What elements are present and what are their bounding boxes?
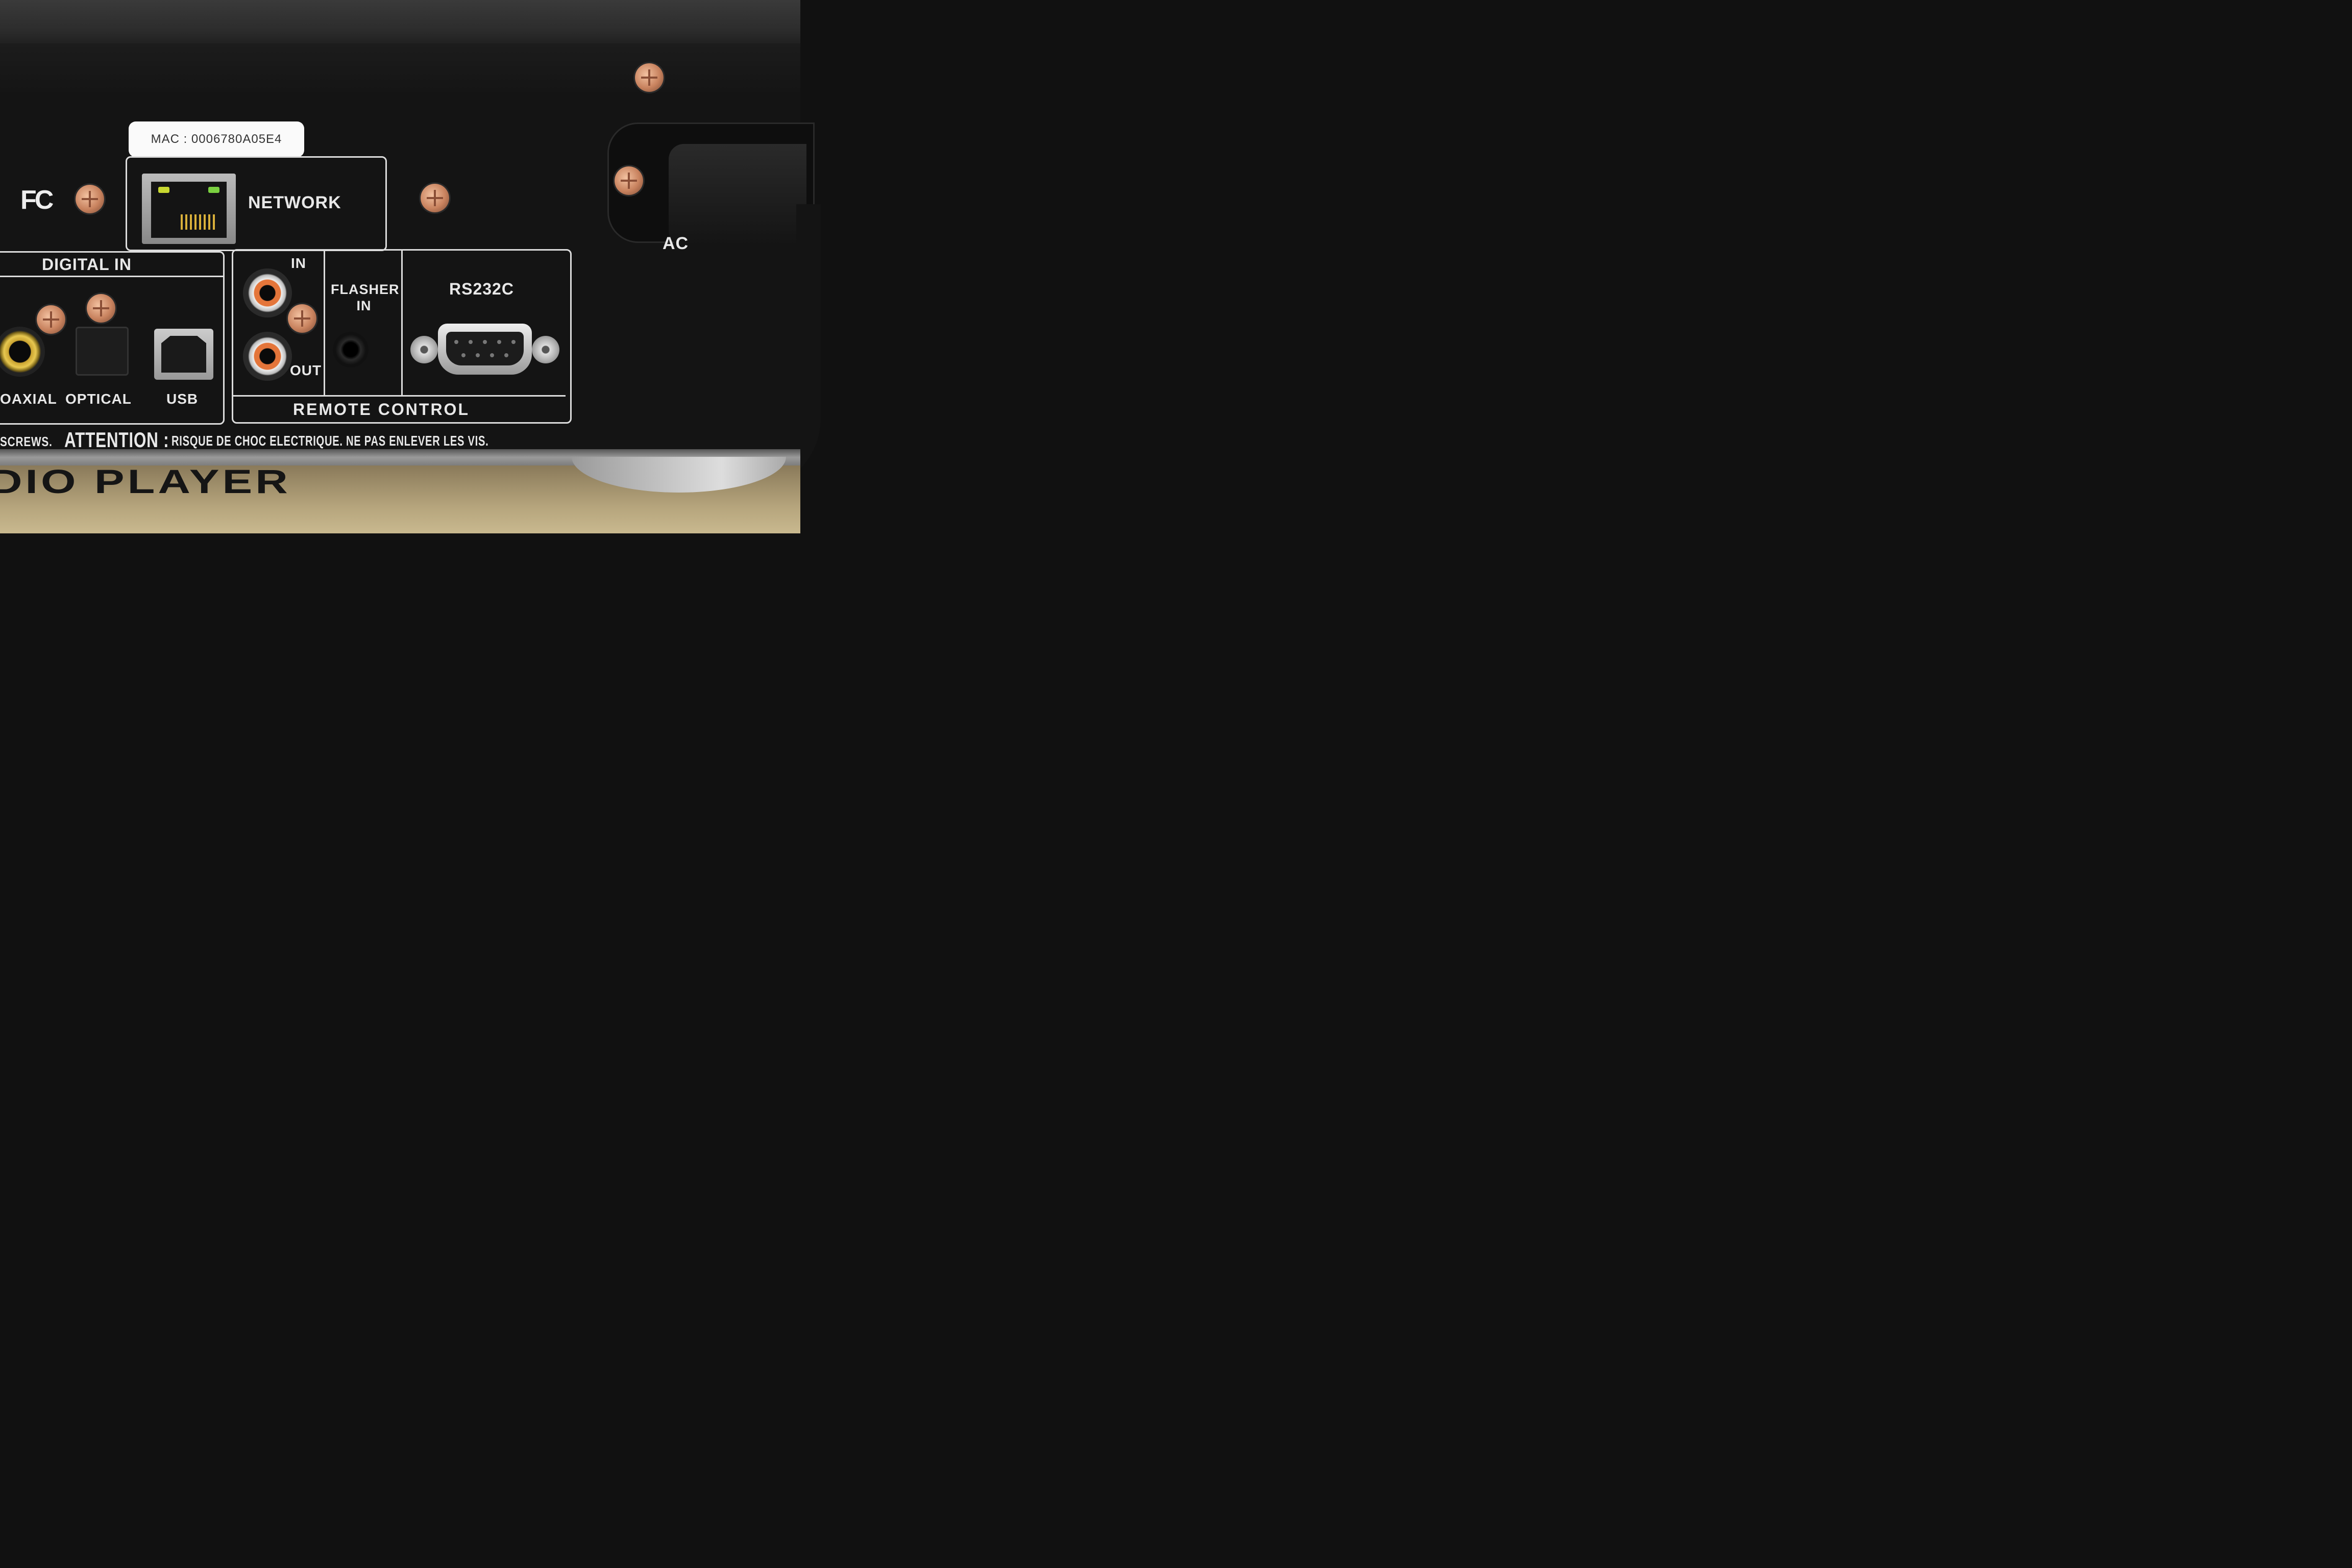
rs232c-label: RS232C bbox=[449, 280, 514, 298]
hex-standoff-icon bbox=[410, 336, 438, 363]
warning-fragment: SCREWS. bbox=[0, 434, 53, 449]
digital-in-title: DIGITAL IN bbox=[42, 255, 132, 274]
hex-standoff-icon bbox=[532, 336, 559, 363]
divider bbox=[401, 250, 403, 396]
remote-control-title: REMOTE CONTROL bbox=[293, 400, 470, 419]
divider bbox=[232, 395, 566, 397]
screw-icon bbox=[615, 166, 643, 195]
warning-heading: ATTENTION : bbox=[64, 428, 169, 452]
divider bbox=[324, 250, 325, 396]
ac-label: AC bbox=[663, 234, 689, 253]
ethernet-port[interactable] bbox=[142, 174, 236, 244]
fcc-logo-icon: FC bbox=[20, 185, 54, 215]
screw-icon bbox=[87, 294, 115, 323]
ethernet-socket bbox=[151, 182, 227, 238]
coaxial-label: OAXIAL bbox=[0, 391, 57, 407]
mac-address-label: MAC : 0006780A05E4 bbox=[129, 121, 304, 157]
flasher-label-line2: IN bbox=[356, 298, 372, 313]
rca-in-label: IN bbox=[291, 255, 306, 271]
activity-led-icon bbox=[208, 187, 219, 193]
rca-in-jack[interactable] bbox=[243, 268, 292, 317]
device-top-cover bbox=[0, 0, 800, 51]
remote-control-section bbox=[232, 249, 572, 424]
usb-socket bbox=[161, 336, 206, 373]
link-led-icon bbox=[158, 187, 169, 193]
usb-b-port[interactable] bbox=[154, 329, 213, 380]
coaxial-input-port[interactable] bbox=[0, 327, 45, 377]
warning-text: RISQUE DE CHOC ELECTRIQUE. NE PAS ENLEVE… bbox=[172, 433, 489, 449]
screw-icon bbox=[76, 185, 104, 213]
rs232c-port[interactable] bbox=[438, 324, 532, 375]
usb-label: USB bbox=[166, 391, 199, 407]
flasher-label-line1: FLASHER bbox=[331, 282, 400, 297]
ethernet-pins-icon bbox=[181, 214, 216, 230]
digital-in-section bbox=[0, 251, 225, 425]
box-printed-text: DIO PLAYER bbox=[0, 462, 291, 500]
rca-out-jack[interactable] bbox=[243, 332, 292, 381]
device-top-lip bbox=[0, 43, 800, 97]
flasher-in-jack[interactable] bbox=[333, 332, 369, 368]
divider bbox=[0, 276, 223, 277]
screw-icon bbox=[37, 305, 65, 334]
rca-out-label: OUT bbox=[290, 362, 322, 378]
optical-input-port[interactable] bbox=[76, 327, 129, 376]
screw-icon bbox=[635, 63, 664, 92]
optical-label: OPTICAL bbox=[65, 391, 132, 407]
db9-socket bbox=[446, 332, 524, 365]
power-cable bbox=[725, 204, 821, 490]
screw-icon bbox=[288, 304, 316, 333]
network-label: NETWORK bbox=[248, 193, 341, 212]
screw-icon bbox=[421, 184, 449, 212]
